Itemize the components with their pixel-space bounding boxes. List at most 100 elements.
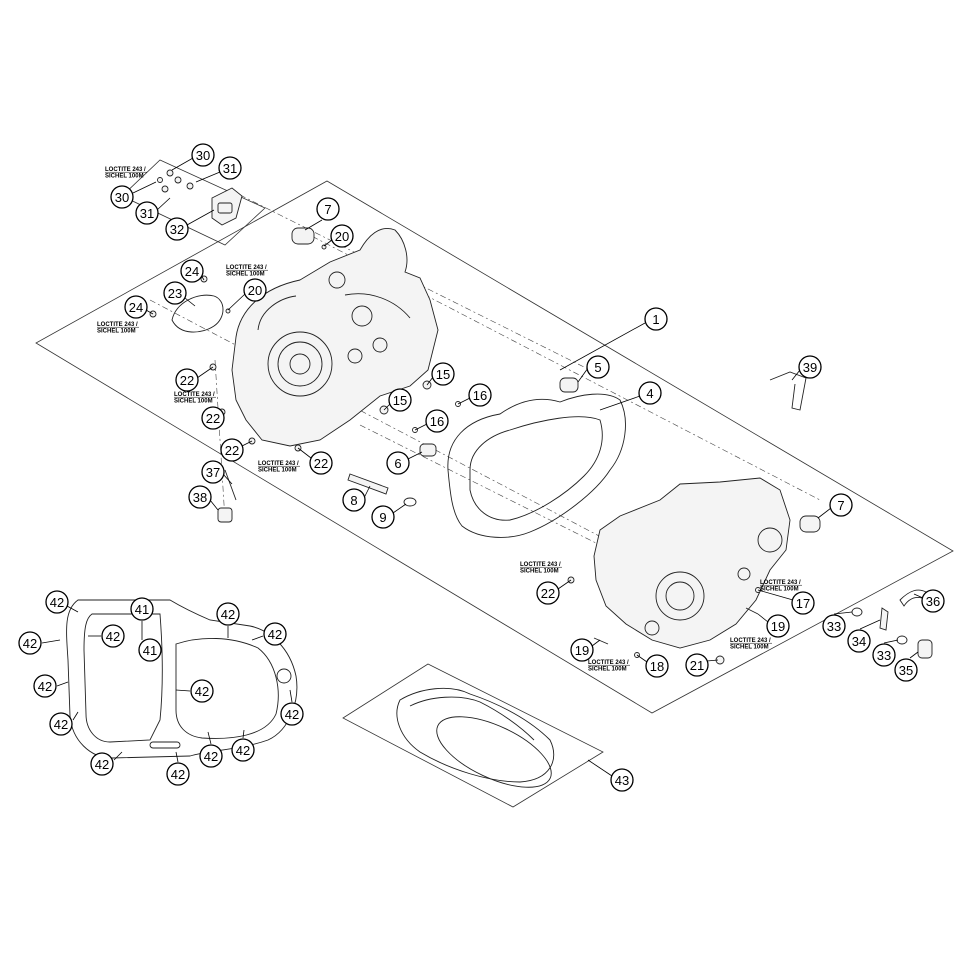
callout-label: 18 [650, 659, 664, 674]
callout-circle [388, 388, 412, 412]
callout-label: 1 [652, 312, 659, 327]
callout-circle [791, 591, 815, 615]
callout-label: 23 [168, 286, 182, 301]
callout-33: 33 [872, 643, 896, 667]
callout-label: 33 [827, 619, 841, 634]
callout-42: 42 [190, 679, 214, 703]
callout-42: 42 [101, 624, 125, 648]
callout-label: 20 [248, 283, 262, 298]
callout-label: 35 [899, 663, 913, 678]
callout-label: 42 [204, 749, 218, 764]
callout-label: 42 [285, 707, 299, 722]
callout-circle [49, 712, 73, 736]
callout-label: 42 [106, 629, 120, 644]
callout-17: 17 [791, 591, 815, 615]
callout-circle [425, 409, 449, 433]
callout-circle [822, 614, 846, 638]
callout-circle [166, 762, 190, 786]
callout-label: 7 [837, 498, 844, 513]
callout-6: 6 [386, 451, 410, 475]
callout-43: 43 [610, 768, 634, 792]
loctite-note-line: SICHEL 100M [258, 468, 297, 474]
callout-label: 34 [852, 634, 866, 649]
callout-42: 42 [166, 762, 190, 786]
callout-22: 22 [175, 368, 199, 392]
callout-36: 36 [921, 589, 945, 613]
callout-circle [766, 614, 790, 638]
callout-circle [124, 295, 148, 319]
callout-38: 38 [188, 485, 212, 509]
callout-circle [191, 143, 215, 167]
callout-label: 42 [95, 757, 109, 772]
callout-label: 15 [436, 367, 450, 382]
callout-label: 9 [379, 510, 386, 525]
callout-circle [138, 638, 162, 662]
callout-label: 42 [38, 679, 52, 694]
loctite-note-line: SICHEL 100M [760, 587, 799, 593]
callout-label: 19 [771, 619, 785, 634]
callout-circle [180, 259, 204, 283]
callout-7: 7 [829, 493, 853, 517]
cover-gasket [171, 294, 224, 333]
callout-label: 41 [135, 602, 149, 617]
callout-23: 23 [163, 281, 187, 305]
loctite-note-line: SICHEL 100M [520, 569, 559, 575]
callout-42: 42 [18, 631, 42, 655]
callout-label: 42 [50, 595, 64, 610]
callout-label: 31 [223, 161, 237, 176]
callout-label: 22 [225, 443, 239, 458]
callout-16: 16 [468, 383, 492, 407]
callout-circle [829, 493, 853, 517]
callout-circle [309, 451, 333, 475]
callout-label: 4 [646, 386, 653, 401]
callout-18: 18 [645, 654, 669, 678]
callout-42: 42 [199, 744, 223, 768]
callout-label: 42 [236, 743, 250, 758]
callout-label: 22 [180, 373, 194, 388]
callout-20: 20 [330, 224, 354, 248]
callout-circle [135, 201, 159, 225]
callout-circle [847, 629, 871, 653]
callout-circle [243, 278, 267, 302]
callout-21: 21 [685, 653, 709, 677]
loctite-note-line: LOCTITE 243 / [97, 322, 138, 328]
callout-label: 8 [350, 493, 357, 508]
callout-circle [190, 679, 214, 703]
callout-circle [216, 602, 240, 626]
callout-42: 42 [216, 602, 240, 626]
loctite-note: LOCTITE 243 /SICHEL 100M [520, 562, 561, 575]
loctite-note-line: LOCTITE 243 / [105, 167, 146, 173]
callout-label: 30 [115, 190, 129, 205]
callout-41: 41 [130, 597, 154, 621]
callout-circle [218, 156, 242, 180]
callout-4: 4 [638, 381, 662, 405]
callout-1: 1 [644, 307, 668, 331]
callout-circle [165, 217, 189, 241]
callout-circle [280, 702, 304, 726]
callout-label: 33 [877, 648, 891, 663]
callout-circle [90, 752, 114, 776]
callout-circle [316, 197, 340, 221]
callout-circle [101, 624, 125, 648]
callout-circle [894, 658, 918, 682]
callout-label: 24 [129, 300, 143, 315]
callout-label: 21 [690, 658, 704, 673]
loctite-note: LOCTITE 243 /SICHEL 100M [730, 638, 771, 651]
callout-label: 36 [926, 594, 940, 609]
callout-circle [163, 281, 187, 305]
callout-circle [188, 485, 212, 509]
callout-41: 41 [138, 638, 162, 662]
right-crankcase-half [567, 371, 821, 665]
callout-label: 37 [206, 465, 220, 480]
callout-42: 42 [280, 702, 304, 726]
callout-circle [130, 597, 154, 621]
callout-15: 15 [431, 362, 455, 386]
gasket-kit-plate [342, 663, 604, 808]
callout-42: 42 [263, 622, 287, 646]
callout-circle [263, 622, 287, 646]
loctite-note: LOCTITE 243 /SICHEL 100M [588, 660, 629, 673]
loctite-note-line: SICHEL 100M [588, 667, 627, 673]
callout-42: 42 [231, 738, 255, 762]
callout-label: 42 [171, 767, 185, 782]
